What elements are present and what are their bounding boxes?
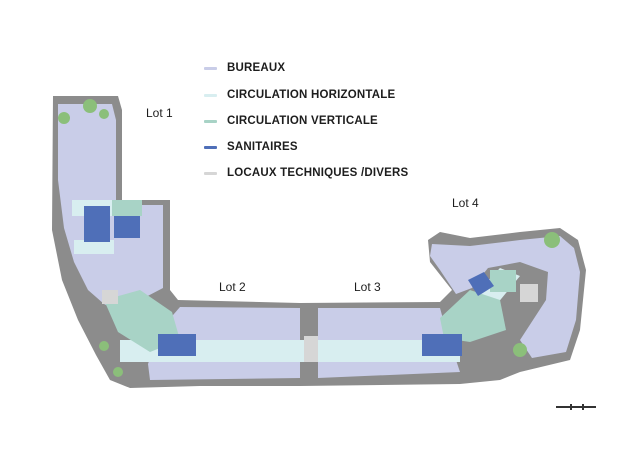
- lot-4-label: Lot 4: [452, 196, 479, 210]
- scale-bar-icon: [556, 404, 596, 410]
- legend-swatch: [204, 66, 217, 70]
- legend-label: CIRCULATION HORIZONTALE: [227, 89, 396, 101]
- legend-item-circulation-horizontale: CIRCULATION HORIZONTALE: [204, 87, 395, 103]
- legend-item-circulation-verticale: CIRCULATION VERTICALE: [204, 113, 378, 129]
- legend-item-locaux-techniques: LOCAUX TECHNIQUES /DIVERS: [204, 165, 408, 181]
- legend-swatch: [204, 119, 217, 123]
- legend-label: SANITAIRES: [227, 141, 298, 153]
- legend-swatch: [204, 93, 217, 97]
- legend-swatch: [204, 171, 217, 175]
- lot-2-label: Lot 2: [219, 280, 246, 294]
- legend-label: BUREAUX: [227, 62, 286, 74]
- legend-item-sanitaires: SANITAIRES: [204, 139, 298, 155]
- legend-label: CIRCULATION VERTICALE: [227, 115, 378, 127]
- sanitary-blocks: [84, 206, 494, 356]
- legend-item-bureaux: BUREAUX: [204, 60, 285, 76]
- lot-1-label: Lot 1: [146, 106, 173, 120]
- technical-rooms: [102, 284, 538, 362]
- legend-label: LOCAUX TECHNIQUES /DIVERS: [227, 167, 409, 179]
- lot-3-label: Lot 3: [354, 280, 381, 294]
- tree-icon: [58, 99, 560, 377]
- legend-swatch: [204, 145, 217, 149]
